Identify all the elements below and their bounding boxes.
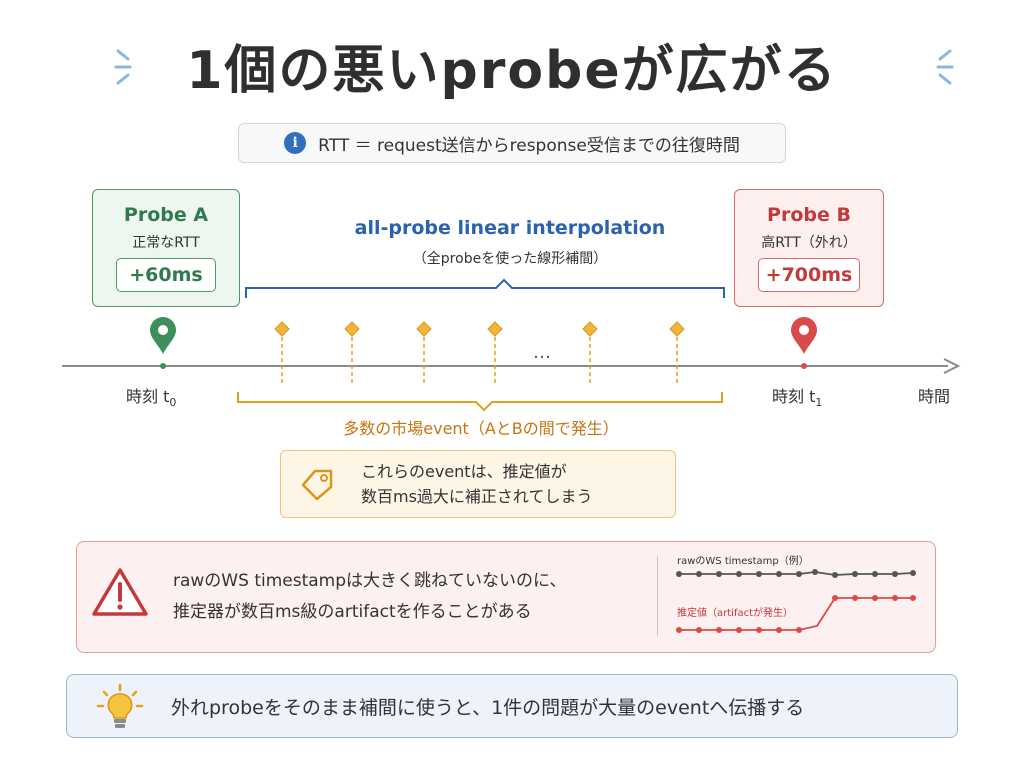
- mini-sparkline-chart: [676, 569, 916, 633]
- warning-box: rawのWS timestampは大きく跳ねていないのに、 推定器が数百ms級の…: [76, 541, 936, 653]
- page-title: 1個の悪いprobeが広がる: [186, 41, 838, 101]
- event-marker: [344, 321, 360, 386]
- info-icon: i: [284, 132, 307, 154]
- interpolation-subtitle: （全probeを使った線形補間）: [412, 251, 608, 267]
- event-marker: [487, 321, 503, 386]
- tip-text: 外れprobeをそのまま補間に使うと、1件の問題が大量のeventへ伝播する: [171, 697, 805, 719]
- probe-a-rtt-value: +60ms: [116, 258, 216, 292]
- event-marker: [416, 321, 432, 386]
- rtt-definition-text: RTT ＝ request送信からresponse受信までの往復時間: [318, 135, 740, 156]
- warning-line-2: 推定器が数百ms級のartifactを作ることがある: [173, 602, 532, 622]
- events-bracket: [237, 392, 723, 412]
- sparkle-right-icon: [936, 49, 954, 85]
- event-marker: [274, 321, 290, 386]
- probe-b-rtt-value: +700ms: [758, 258, 860, 292]
- estimate-series-points: [676, 595, 916, 633]
- tip-box: 外れprobeをそのまま補間に使うと、1件の問題が大量のeventへ伝播する: [66, 674, 958, 738]
- event-marker: [669, 321, 685, 386]
- interpolation-bracket: [245, 278, 725, 298]
- probe-b-card: Probe B 高RTT（外れ） +700ms: [734, 189, 884, 307]
- lightbulb-icon: [96, 683, 144, 728]
- probe-b-desc: 高RTT（外れ）: [761, 235, 857, 251]
- raw-timestamp-label: rawのWS timestamp（例）: [677, 556, 809, 567]
- time-axis-arrow: [943, 358, 961, 374]
- tag-icon: [301, 469, 333, 501]
- rtt-definition-note: i RTT ＝ request送信からresponse受信までの往復時間: [238, 123, 786, 163]
- interpolation-title: all-probe linear interpolation: [354, 217, 666, 239]
- sparkle-left-icon: [114, 49, 132, 85]
- warning-divider: [657, 556, 658, 636]
- event-note-line-1: これらのeventは、推定値が: [361, 462, 567, 481]
- probe-b-pin-icon: [791, 317, 817, 369]
- probe-a-pin-icon: [150, 317, 176, 369]
- estimate-label: 推定値（artifactが発生）: [677, 608, 794, 619]
- event-marker: [582, 321, 598, 386]
- warning-icon: [92, 568, 148, 616]
- events-label: 多数の市場event（AとBの間で発生）: [343, 419, 619, 438]
- t1-label: 時刻 t1: [772, 387, 823, 410]
- timeline-ellipsis: …: [533, 342, 551, 363]
- event-note-line-2: 数百ms過大に補正されてしまう: [361, 487, 593, 506]
- timeline-diagram: …: [62, 278, 961, 412]
- event-note-box: これらのeventは、推定値が 数百ms過大に補正されてしまう: [280, 450, 676, 518]
- probe-a-card: Probe A 正常なRTT +60ms: [92, 189, 240, 307]
- probe-a-name: Probe A: [123, 204, 209, 226]
- probe-a-desc: 正常なRTT: [132, 235, 200, 251]
- time-axis-label: 時間: [918, 387, 951, 406]
- raw-series-points: [676, 569, 916, 578]
- warning-line-1: rawのWS timestampは大きく跳ねていないのに、: [173, 571, 567, 591]
- t0-label: 時刻 t0: [126, 387, 177, 410]
- probe-b-name: Probe B: [767, 204, 851, 226]
